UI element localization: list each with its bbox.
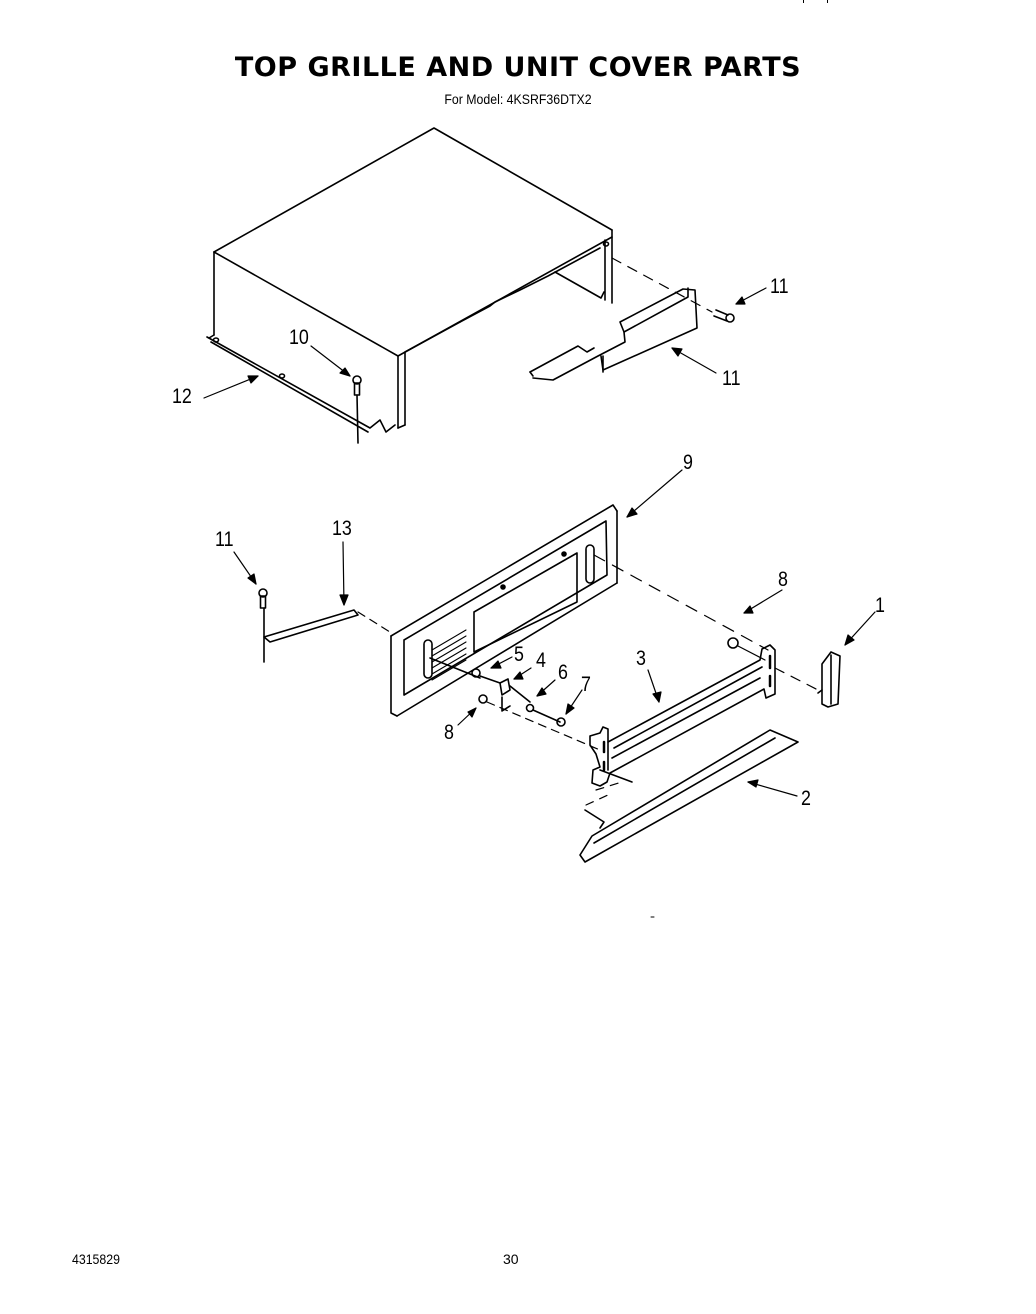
callout-9: 9 bbox=[683, 451, 693, 474]
model-subtitle: For Model: 4KSRF36DTX2 bbox=[444, 91, 592, 107]
callout-5: 5 bbox=[514, 643, 524, 666]
dashed-guide bbox=[612, 258, 712, 312]
callout-8-left: 8 bbox=[444, 721, 454, 744]
callout-10: 12 bbox=[172, 385, 192, 408]
screw-11-grille-drawing bbox=[259, 589, 267, 662]
support-channel-3-drawing bbox=[590, 645, 775, 786]
page-title: TOP GRILLE AND UNIT COVER PARTS bbox=[234, 52, 802, 83]
cover-bracket-12-drawing bbox=[530, 288, 697, 380]
crop-mark bbox=[803, 0, 804, 3]
callout-7: 7 bbox=[581, 673, 591, 696]
callout-6: 6 bbox=[558, 661, 568, 684]
unit-cover-drawing bbox=[207, 128, 612, 432]
lower-trim-2-drawing bbox=[580, 730, 798, 862]
callout-3: 3 bbox=[636, 647, 646, 670]
callout-8-right: 8 bbox=[778, 568, 788, 591]
end-piece-1-drawing bbox=[818, 652, 840, 707]
callout-13: 13 bbox=[332, 517, 352, 540]
callout-11-cover-front: 10 bbox=[289, 326, 309, 349]
callout-2: 2 bbox=[801, 787, 811, 810]
top-grille-panel-drawing bbox=[391, 505, 617, 716]
crop-mark bbox=[827, 0, 828, 3]
nut-8-right-drawing bbox=[728, 638, 738, 648]
screw-11-cover-rear-drawing bbox=[714, 310, 734, 322]
callout-11-cover-rear: 11 bbox=[770, 275, 789, 298]
leader-lines bbox=[204, 288, 875, 796]
callout-12: 11 bbox=[722, 367, 741, 390]
document-number: 4315829 bbox=[72, 1251, 120, 1267]
grille-rod-13-drawing bbox=[264, 610, 390, 642]
callout-11-grille: 11 bbox=[215, 528, 234, 551]
dashed-guide bbox=[775, 668, 818, 690]
dashed-guide bbox=[594, 555, 768, 650]
callout-4: 4 bbox=[536, 649, 546, 672]
page-number: 30 bbox=[503, 1251, 519, 1267]
callout-1: 1 bbox=[875, 594, 885, 617]
screw-11-cover-front-drawing bbox=[353, 376, 361, 443]
hardware-group-drawing bbox=[430, 658, 600, 750]
